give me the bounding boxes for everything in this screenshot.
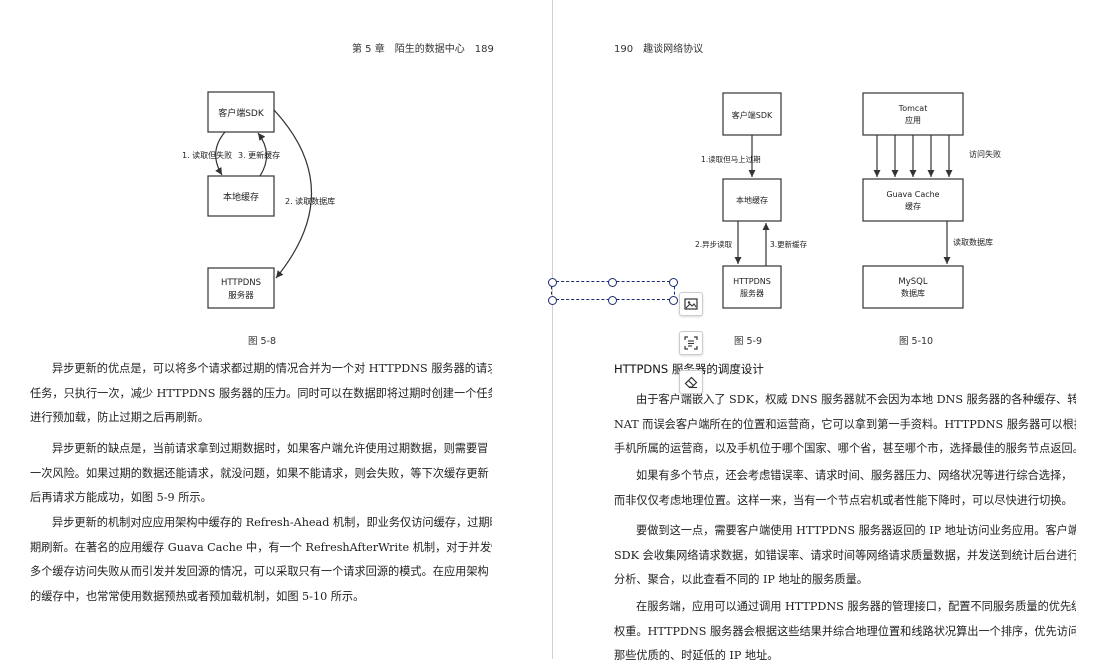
fig9-server-label-2: 服务器 [740,288,764,298]
figure-5-8-caption: 图 5-8 [248,336,277,347]
resize-handle-bottom-left[interactable] [548,296,557,305]
right-page: 190 趣谈网络协议 客户端SDK 本地缓存 HTTPDNS 服务器 1.读取但… [553,0,1097,662]
fig10-cache-label-1: Guava Cache [886,190,939,199]
text-line: 由于客户端嵌入了 SDK，权威 DNS 服务器就不会因为本地 DNS 服务器的各… [636,393,1076,406]
arrow-read-db [273,109,313,279]
text-line: 在服务端，应用可以通过调用 HTTPDNS 服务器的管理接口，配置不同服务质量的… [636,600,1076,613]
text-line: 那些优质的、时延低的 IP 地址。 [614,649,779,662]
text-line: 异步更新的优点是，可以将多个请求都过期的情况合并为一个对 HTTPDNS 服务器… [52,362,492,375]
eraser-button[interactable] [679,370,703,394]
figure-5-9-caption: 图 5-9 [734,336,763,347]
client-sdk-label: 客户端SDK [218,107,265,119]
text-line: 期刷新。在著名的应用缓存 Guava Cache 中，有一个 RefreshAf… [30,540,492,554]
label-read-db: 2. 读取数据库 [285,196,335,206]
fig10-cache-box [862,178,964,222]
left-paragraph-3: 异步更新的机制对应应用架构中缓存的 Refresh-Ahead 机制，即业务仅访… [30,511,492,609]
fig9-label-async: 2.异步读取 [695,239,733,249]
fig9-client-label: 客户端SDK [732,110,773,120]
left-page: 第 5 章 陌生的数据中心 189 客户端SDK 本地缓存 HTTPDNS 服务… [0,0,552,659]
fig9-label-read: 1.读取但马上过期 [701,154,761,164]
resize-handle-top-right[interactable] [669,278,678,287]
fig10-db-label-2: 数据库 [901,288,925,298]
text-line: 异步更新的缺点是，当前请求拿到过期数据时，如果客户端允许使用过期数据，则需要冒 [52,442,489,455]
fig9-cache-box [722,178,782,222]
resize-handle-top[interactable] [608,278,617,287]
label-update-cache: 3. 更新缓存 [238,150,280,160]
httpdns-server-label-1: HTTPDNS [221,278,261,288]
fig9-cache-label: 本地缓存 [736,195,768,205]
section-heading: HTTPDNS 服务器的调度设计 [614,362,764,376]
fig10-app-label-1: Tomcat [898,104,928,113]
label-read-fail: 1. 读取但失败 [182,150,232,160]
httpdns-server-label-2: 服务器 [228,290,254,301]
fig9-client-box [722,92,782,136]
fig10-db-box [862,265,964,309]
fig9-label-update: 3.更新缓存 [770,239,808,249]
text-line: 异步更新的机制对应应用架构中缓存的 Refresh-Ahead 机制，即业务仅访… [52,516,492,529]
eraser-icon [684,376,698,389]
text-recognize-button[interactable] [679,331,703,355]
image-icon [684,298,698,310]
text-line: 手机所属的运营商，以及手机位于哪个国家、哪个省，甚至哪个市，选择最佳的服务节点返… [614,442,1076,455]
right-running-head: 190 趣谈网络协议 [614,44,704,55]
fig10-app-box [862,92,964,136]
right-paragraph-4: 在服务端，应用可以通过调用 HTTPDNS 服务器的管理接口，配置不同服务质量的… [614,595,1076,669]
fig10-db-label-1: MySQL [898,277,927,287]
resize-handle-bottom-right[interactable] [669,296,678,305]
resize-handle-top-left[interactable] [548,278,557,287]
figure-5-9: 客户端SDK 本地缓存 HTTPDNS 服务器 1.读取但马上过期 2.异步读取… [695,92,808,309]
arrow-update-cache [257,132,268,177]
text-line: 要做到这一点，需要客户端使用 HTTPDNS 服务器返回的 IP 地址访问业务应… [636,524,1076,537]
page-divider [552,0,553,659]
resize-handle-bottom[interactable] [608,296,617,305]
text-line: 多个缓存访问失败从而引发并发回源的情况，可以采取只有一个请求回源的模式。在应用架… [30,565,489,578]
text-line: NAT 而误会客户端所在的位置和运营商，它可以拿到第一手资料。HTTPDNS 服… [614,417,1076,431]
right-paragraph-1: 由于客户端嵌入了 SDK，权威 DNS 服务器就不会因为本地 DNS 服务器的各… [614,388,1076,462]
local-cache-label: 本地缓存 [223,191,259,203]
figure-5-10: Tomcat 应用 Guava Cache 缓存 MySQL 数据库 访问失败 … [862,92,1001,309]
left-paragraph-2: 异步更新的缺点是，当前请求拿到过期数据时，如果客户端允许使用过期数据，则需要冒 … [30,437,492,511]
right-paragraph-2: 如果有多个节点，还会考虑错误率、请求时间、服务器压力、网络状况等进行综合选择， … [614,464,1076,513]
text-line: 而非仅仅考虑地理位置。这样一来，当有一个节点宕机或者性能下降时，可以尽快进行切换… [614,493,1073,507]
right-paragraph-3: 要做到这一点，需要客户端使用 HTTPDNS 服务器返回的 IP 地址访问业务应… [614,519,1076,593]
text-line: 进行预加载，防止过期之后再刷新。 [30,411,210,424]
text-line: 的缓存中，也常常使用数据预热或者预加载机制，如图 5-10 所示。 [30,589,365,603]
client-sdk-box [207,91,275,133]
fig9-server-label-1: HTTPDNS [733,277,771,286]
text-line: 如果有多个节点，还会考虑错误率、请求时间、服务器压力、网络状况等进行综合选择， [636,469,1073,482]
arrow-read-fail [215,131,226,176]
text-line: 权重。HTTPDNS 服务器会根据这些结果并综合地理位置和线路状况算出一个排序，… [614,624,1076,638]
left-running-head: 第 5 章 陌生的数据中心 189 [352,44,494,55]
text-line: SDK 会收集网络请求数据，如错误率、请求时间等网络请求质量数据，并发送到统计后… [614,548,1076,562]
text-line: 一次风险。如果过期的数据还能请求，就没问题，如果不能请求，则会失败，等下次缓存更… [30,466,489,480]
fig10-label-read-db: 读取数据库 [953,237,993,247]
figure-5-10-caption: 图 5-10 [899,336,934,347]
left-paragraph-1: 异步更新的优点是，可以将多个请求都过期的情况合并为一个对 HTTPDNS 服务器… [30,357,492,431]
fig10-label-access-fail: 访问失败 [969,149,1001,159]
fig10-app-label-2: 应用 [905,115,921,125]
figure-5-8: 客户端SDK 本地缓存 HTTPDNS 服务器 1. 读取但失败 3. 更新缓存… [182,91,335,309]
text-line: 后再请求方能成功，如图 5-9 所示。 [30,491,212,504]
fig10-cache-label-2: 缓存 [905,201,921,211]
image-button[interactable] [679,292,703,316]
fig9-server-box [722,265,782,309]
httpdns-server-box [207,267,275,309]
text-line: 分析、聚合，以此查看不同的 IP 地址的服务质量。 [614,573,868,586]
text-line: 任务，只执行一次，减少 HTTPDNS 服务器的压力。同时可以在数据即将过期时创… [30,386,492,400]
local-cache-box [207,175,275,217]
text-recognize-icon [684,336,698,350]
